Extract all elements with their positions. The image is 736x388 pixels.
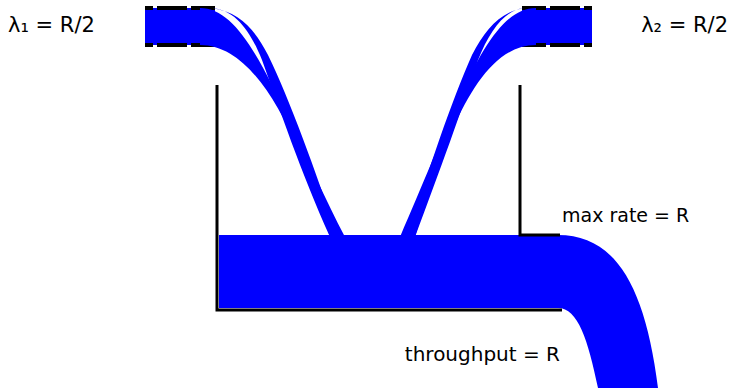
inflow-stream [200, 8, 345, 237]
rate-label: max rate = R [562, 203, 689, 227]
water [219, 235, 560, 308]
outflow-stream [558, 235, 658, 388]
inflow-stream [212, 8, 338, 237]
inflow-stream [408, 8, 524, 237]
inflow-stream [400, 8, 536, 237]
rate-label: throughput = R [405, 342, 560, 366]
rate-label: λ₁ = R/2 [8, 13, 95, 37]
bucket-wall [217, 85, 562, 310]
rate-label: λ₂ = R/2 [641, 13, 728, 37]
bucket-wall [520, 85, 560, 235]
